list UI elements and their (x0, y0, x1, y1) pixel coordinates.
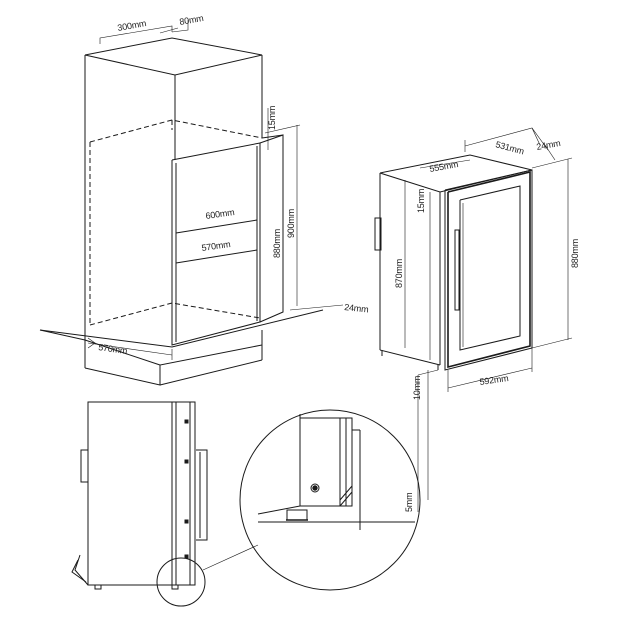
dim-side-top-gap: 15mm (267, 106, 277, 130)
dim-iso-top-width: 531mm (494, 139, 525, 156)
dim-foot-gap: 5mm (404, 493, 414, 512)
dim-top-depth: 300mm (117, 18, 147, 33)
dim-iso-door-step: 24mm (536, 138, 562, 152)
dim-door-offset: 24mm (344, 302, 369, 314)
foot-detail (239, 409, 421, 591)
dim-iso-top-clearance: 15mm (416, 189, 426, 213)
dim-overall-height: 900mm (286, 209, 296, 238)
dim-unit-depth: 570mm (201, 239, 231, 253)
unit-side-view (71, 401, 208, 607)
dim-opening-depth: 600mm (205, 207, 235, 221)
dim-iso-top-depth: 555mm (429, 159, 459, 174)
unit-isometric (374, 127, 573, 512)
detail-leader (202, 544, 259, 571)
dim-base-depth: 570mm (98, 342, 128, 356)
dim-iso-cabinet-height: 870mm (394, 259, 404, 288)
dim-opening-height: 880mm (272, 229, 282, 258)
dim-foot-height: 10mm (412, 376, 422, 400)
dim-iso-overall-height: 880mm (570, 239, 580, 268)
dim-iso-door-width: 592mm (479, 373, 509, 387)
dim-top-gap: 80mm (179, 13, 205, 27)
niche-diagram (39, 20, 344, 386)
